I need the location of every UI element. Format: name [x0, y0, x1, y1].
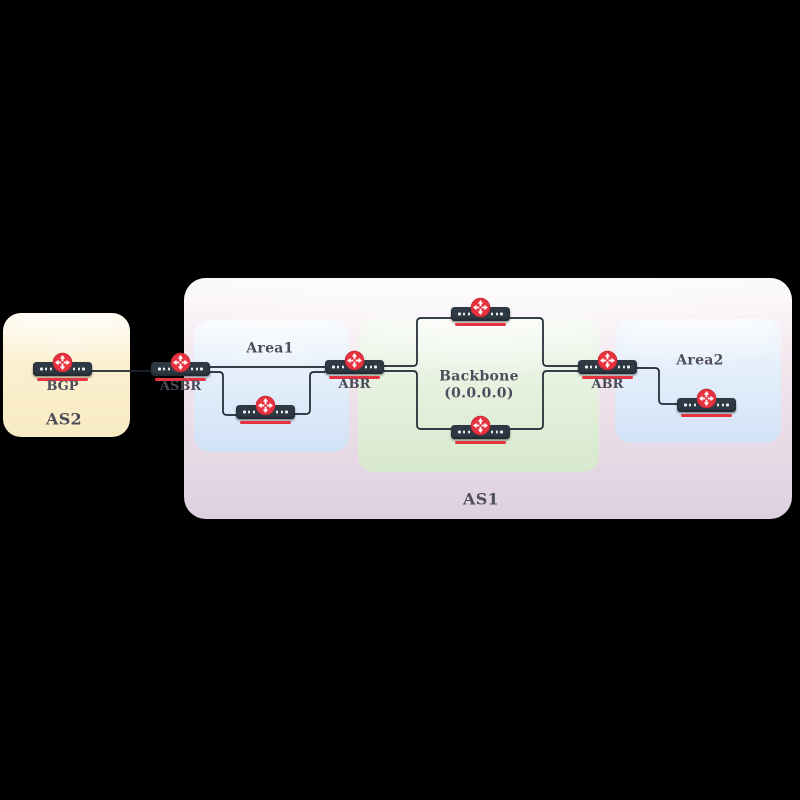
port-dot: [190, 367, 194, 371]
router-label-bgp: BGP: [46, 379, 79, 394]
router-base-line: [681, 414, 732, 417]
router-arrows-icon: [255, 395, 276, 415]
router-label-asbr: ASBR: [159, 379, 202, 394]
port-dot: [693, 403, 697, 407]
port-dot: [44, 367, 48, 371]
port-dot: [336, 365, 340, 369]
port-dot: [617, 365, 621, 369]
router-label-abr-right: ABR: [591, 377, 624, 392]
router-arrows-icon: [470, 297, 491, 317]
port-dot: [200, 367, 203, 371]
port-dots-right: [275, 410, 288, 414]
port-dot: [716, 403, 720, 407]
port-dot: [495, 312, 499, 316]
port-dot: [622, 365, 626, 369]
group-label-as1: AS1: [462, 489, 500, 510]
group-label-area2: Area2: [676, 353, 723, 370]
router-base-line: [329, 376, 380, 379]
port-dot: [684, 403, 687, 407]
port-dot: [458, 312, 461, 316]
port-dot: [158, 367, 161, 371]
group-title-text: Area1: [246, 340, 294, 357]
port-dot: [40, 367, 43, 371]
port-dot: [72, 367, 76, 371]
port-dot: [252, 410, 256, 414]
port-dot: [341, 365, 345, 369]
group-title-text: AS2: [45, 409, 83, 429]
router-base-line: [155, 378, 206, 381]
port-dot: [195, 367, 199, 371]
port-dot: [462, 312, 466, 316]
port-dot: [467, 312, 471, 316]
port-dot: [332, 365, 335, 369]
router-label-abr-left: ABR: [338, 377, 371, 392]
port-dots-right: [617, 365, 630, 369]
group-title-text: AS1: [462, 489, 500, 509]
group-label-area1: Area1: [246, 341, 293, 358]
port-dots-left: [40, 367, 53, 371]
group-subtitle-text: (0.0.0.0): [444, 385, 514, 401]
port-dot: [721, 403, 725, 407]
port-dot: [589, 365, 593, 369]
router-base-line: [240, 421, 291, 424]
port-dots-right: [72, 367, 85, 371]
port-dot: [285, 410, 288, 414]
port-dot: [495, 430, 499, 434]
port-dots-left: [684, 403, 697, 407]
port-dots-right: [716, 403, 729, 407]
port-dot: [467, 430, 471, 434]
port-dot: [490, 430, 494, 434]
router-base-line: [582, 376, 633, 379]
router-arrows-icon: [52, 352, 73, 372]
port-dot: [688, 403, 692, 407]
port-dot: [82, 367, 85, 371]
port-dot: [585, 365, 588, 369]
router-arrows-icon: [597, 350, 618, 370]
port-dots-left: [458, 312, 471, 316]
port-dots-right: [190, 367, 203, 371]
port-dot: [369, 365, 373, 369]
port-dots-right: [490, 312, 503, 316]
port-dot: [49, 367, 53, 371]
port-dot: [364, 365, 368, 369]
port-dot: [247, 410, 251, 414]
port-dot: [462, 430, 466, 434]
port-dot: [243, 410, 246, 414]
group-area2: [615, 319, 781, 443]
port-dot: [280, 410, 284, 414]
group-label-as2: AS2: [45, 409, 83, 430]
group-label-backbone: Backbone(0.0.0.0): [439, 368, 519, 401]
port-dot: [275, 410, 279, 414]
port-dot: [627, 365, 630, 369]
port-dots-right: [364, 365, 377, 369]
port-dot: [162, 367, 166, 371]
port-dots-right: [490, 430, 503, 434]
port-dots-left: [158, 367, 171, 371]
router-base-line: [455, 441, 506, 444]
port-dot: [490, 312, 494, 316]
port-dots-left: [243, 410, 256, 414]
port-dot: [167, 367, 171, 371]
port-dot: [374, 365, 377, 369]
router-base-line: [37, 378, 88, 381]
port-dot: [726, 403, 729, 407]
port-dot: [594, 365, 598, 369]
port-dot: [500, 312, 503, 316]
router-base-line: [455, 323, 506, 326]
router-arrows-icon: [344, 350, 365, 370]
port-dots-left: [585, 365, 598, 369]
group-title-text: Area2: [676, 352, 724, 369]
router-arrows-icon: [696, 388, 717, 408]
port-dot: [500, 430, 503, 434]
port-dots-left: [458, 430, 471, 434]
router-arrows-icon: [470, 415, 491, 435]
group-title-text: Backbone: [439, 368, 519, 385]
port-dot: [77, 367, 81, 371]
port-dot: [458, 430, 461, 434]
port-dots-left: [332, 365, 345, 369]
router-arrows-icon: [170, 352, 191, 372]
